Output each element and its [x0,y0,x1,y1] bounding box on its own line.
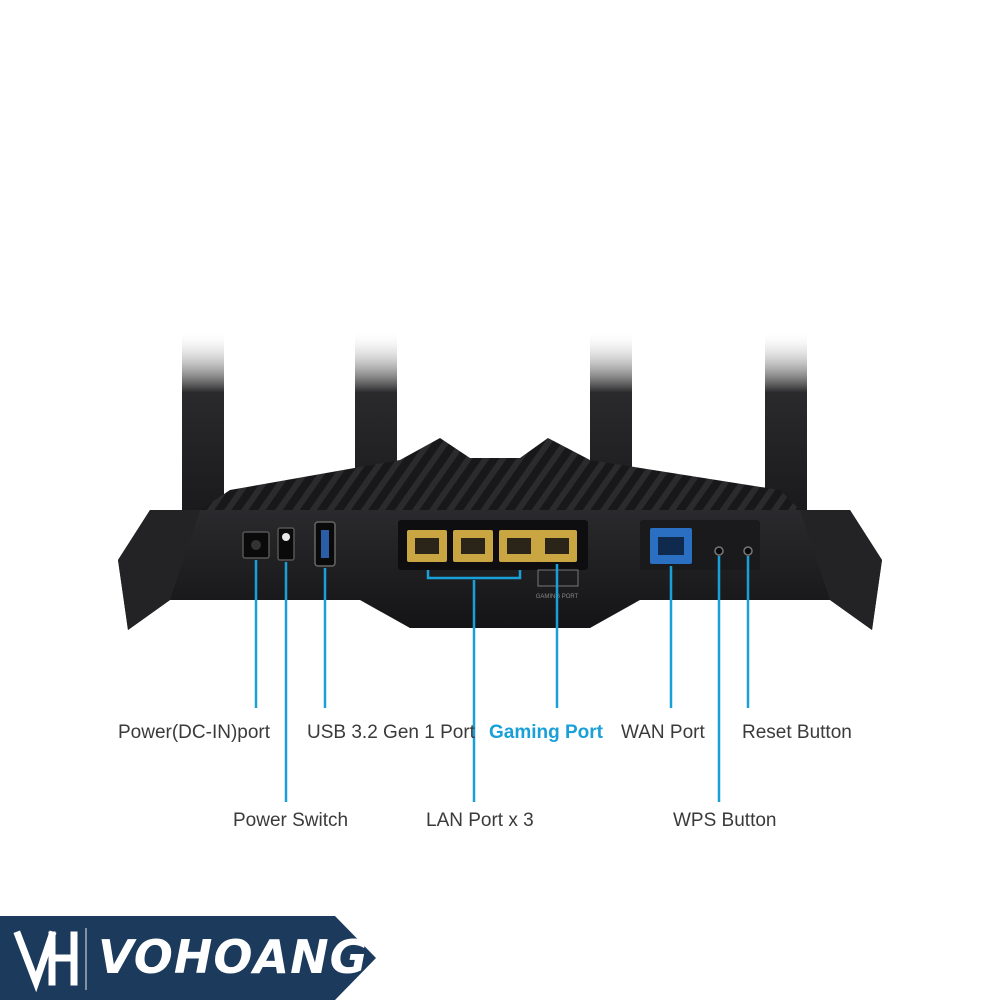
label-lan: LAN Port x 3 [426,810,534,831]
lan-ports [407,530,539,562]
reset-button [743,546,753,556]
port-panel: GAMING PORT [242,521,753,600]
label-wps: WPS Button [673,810,777,831]
label-power-switch: Power Switch [233,810,349,831]
label-usb: USB 3.2 Gen 1 Port [307,722,475,743]
brand-name-main: VOHOANG [98,930,369,984]
brand-logo-mark [13,930,78,993]
label-reset: Reset Button [742,722,852,743]
brand-name: VOHOANG.vn [98,930,431,984]
power-switch [277,527,295,561]
label-wan: WAN Port [621,722,705,743]
brand-name-suffix: .vn [368,942,431,982]
label-power-dc-in: Power(DC-IN)port [118,722,271,743]
leader-lines [254,556,750,802]
wps-button [714,546,724,556]
label-gaming-port: Gaming Port [489,722,604,743]
brand-banner [0,916,376,1000]
